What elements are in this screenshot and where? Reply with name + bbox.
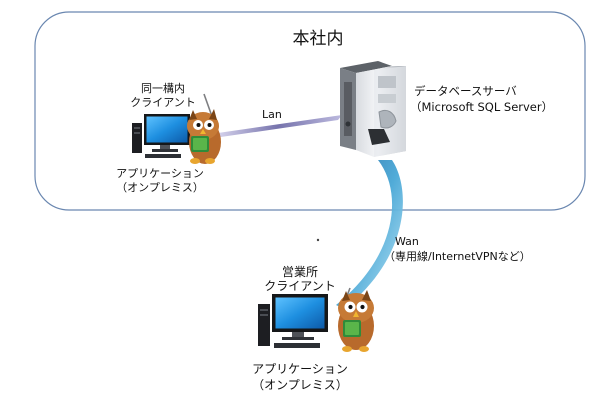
branch-client-label-line2: クライアント	[264, 279, 336, 293]
local-client-app-line2: （オンプレミス）	[116, 181, 204, 194]
local-owl-mascot-icon	[187, 93, 221, 164]
wan-sublabel: （専用線/InternetVPNなど）	[384, 250, 531, 263]
local-client-app-line1: アプリケーション	[116, 167, 204, 180]
server-sublabel: （Microsoft SQL Server）	[410, 100, 554, 114]
tower-server-icon	[340, 61, 406, 157]
branch-owl-mascot-icon	[338, 287, 374, 352]
lan-label: Lan	[262, 108, 282, 121]
server-label: データベースサーバ	[414, 84, 517, 98]
local-desktop-pc-icon	[132, 114, 190, 158]
local-client-label-line1: 同一構内	[141, 82, 185, 95]
local-client-label-line2: クライアント	[130, 96, 196, 109]
branch-client-app-line2: （オンプレミス）	[252, 378, 348, 392]
wan-connection-line	[336, 160, 403, 309]
hq-title: 本社内	[292, 29, 344, 49]
branch-client-label-line1: 営業所	[281, 265, 318, 279]
wan-label: Wan	[395, 235, 419, 248]
small-dot-mark	[316, 238, 320, 242]
branch-client-app-line1: アプリケーション	[252, 362, 348, 376]
lan-connection-line	[214, 115, 342, 138]
branch-desktop-pc-icon	[258, 294, 328, 348]
hq-boundary	[34, 11, 586, 211]
